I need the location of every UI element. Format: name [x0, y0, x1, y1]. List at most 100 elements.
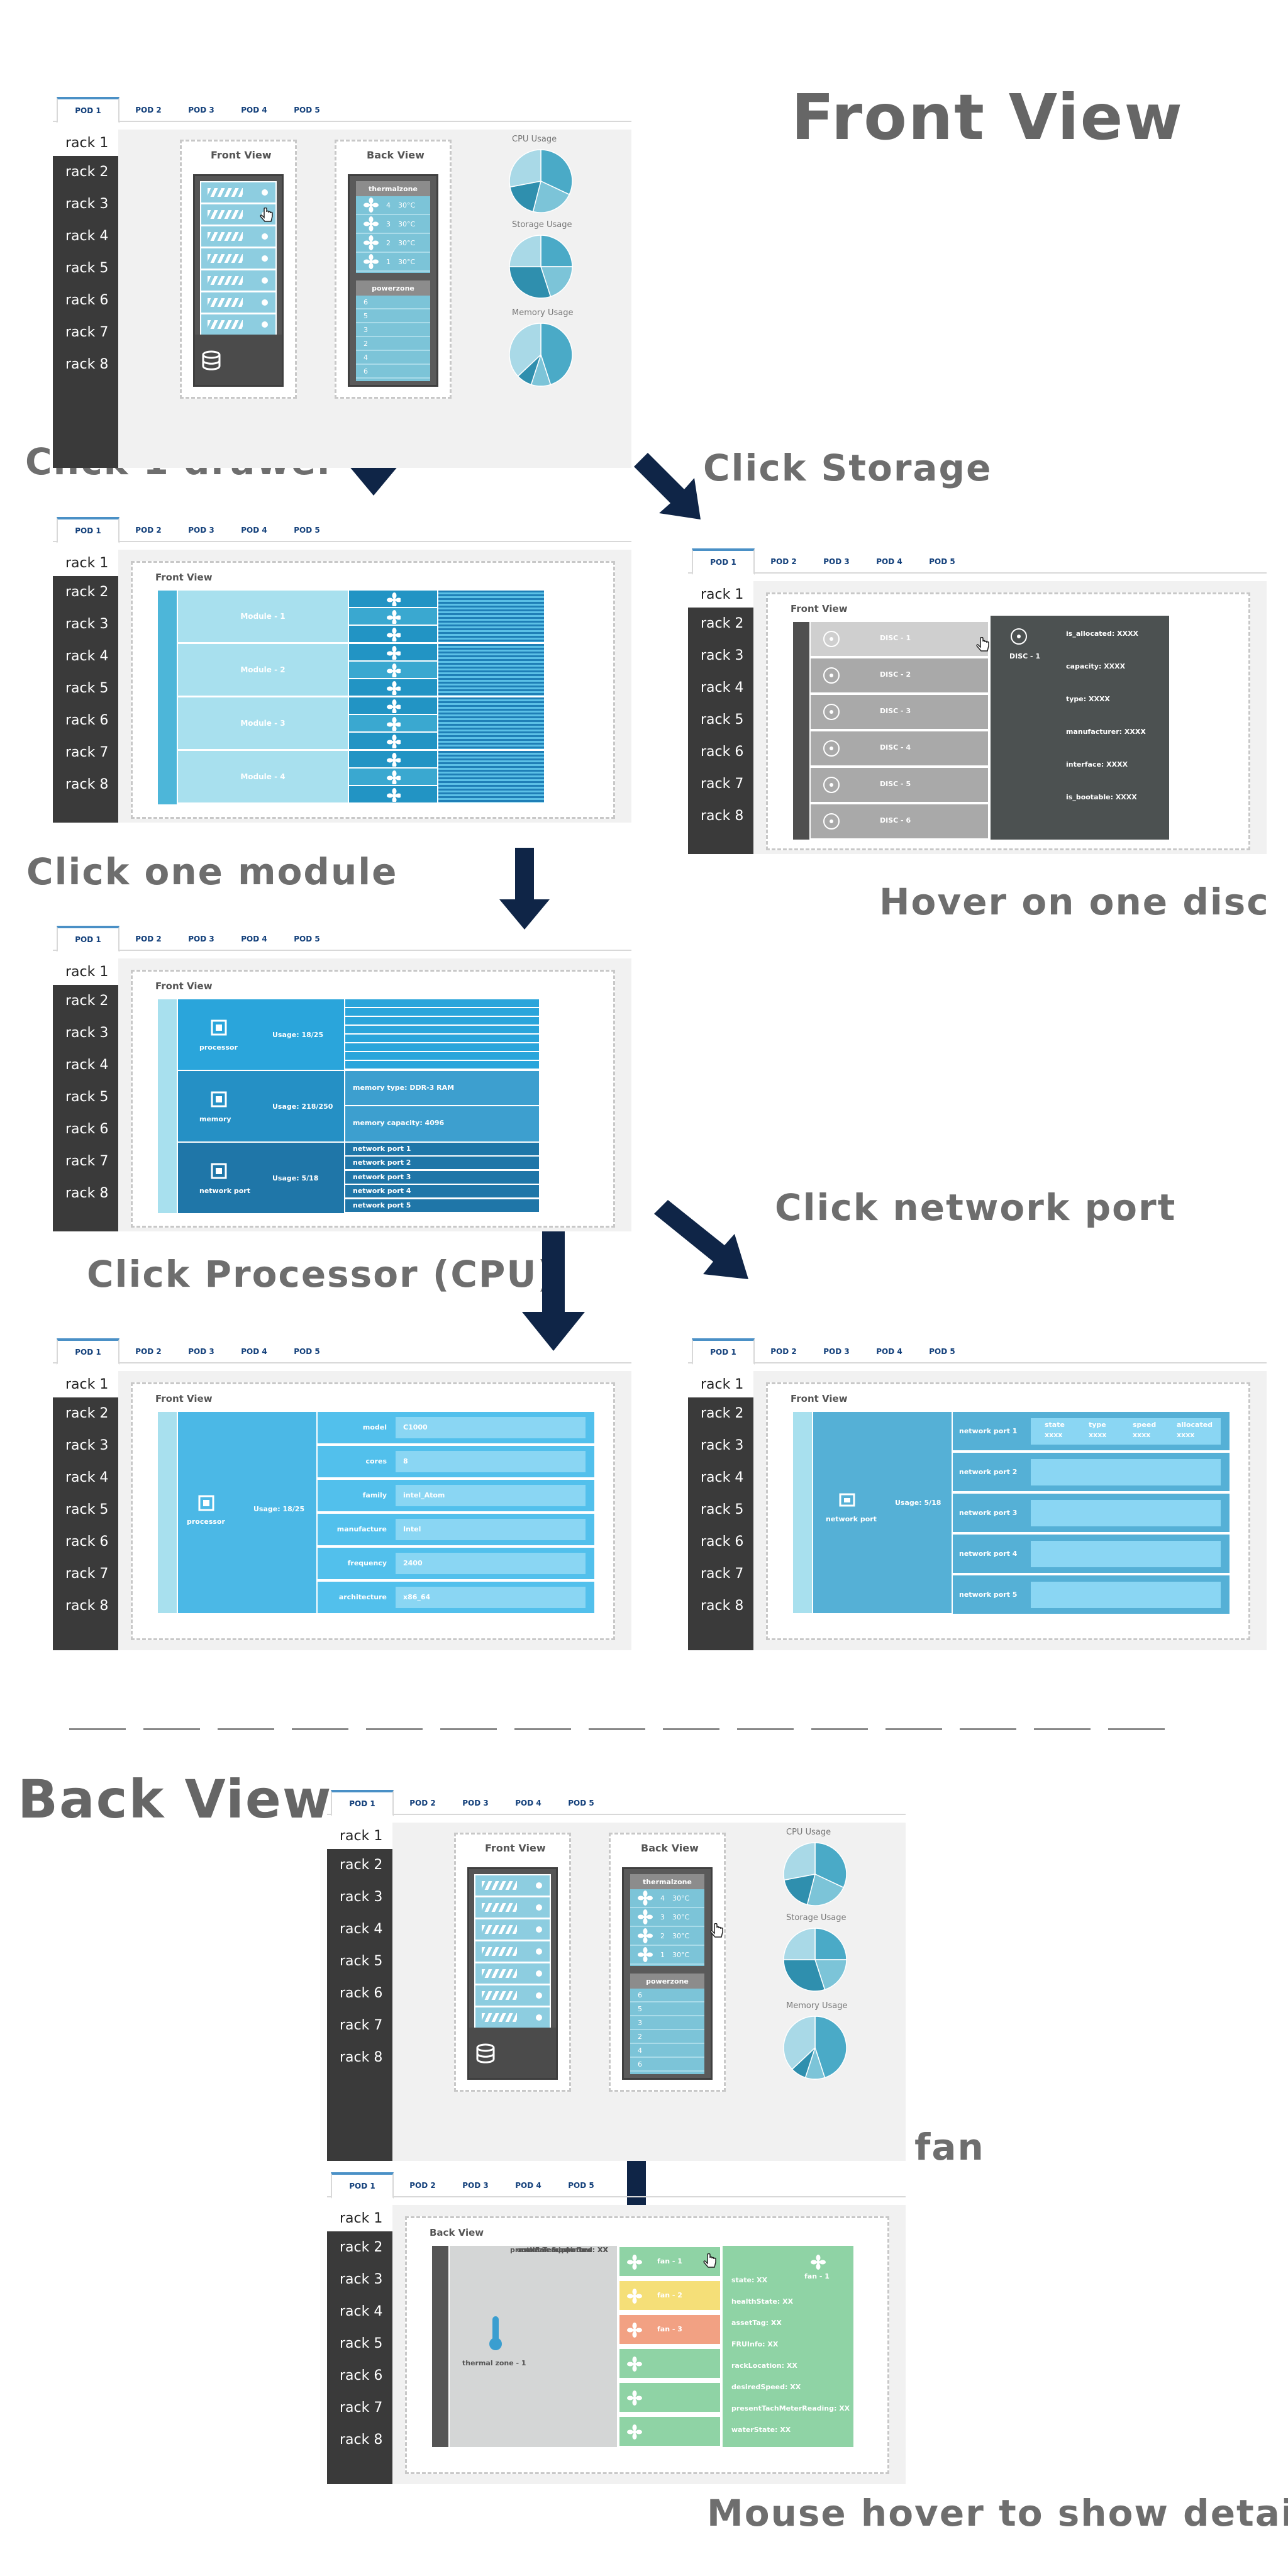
rack-item-2[interactable]: rack 2	[65, 993, 109, 1009]
module-component[interactable]	[349, 697, 437, 714]
rack-item-6[interactable]: rack 6	[65, 1121, 109, 1137]
module-component[interactable]	[349, 715, 437, 731]
rack-item-4[interactable]: rack 4	[340, 2304, 383, 2319]
rack-item-7[interactable]: rack 7	[701, 1566, 744, 1582]
rack-item-2[interactable]: rack 2	[701, 616, 744, 631]
module-item[interactable]: Module - 4	[178, 751, 348, 802]
rack-item-7[interactable]: rack 7	[65, 1566, 109, 1582]
rack-item-3[interactable]: rack 3	[65, 1025, 109, 1041]
storage-usage-pie[interactable]	[782, 1927, 848, 1992]
disc-row[interactable]: DISC - 1	[811, 622, 988, 656]
rack-item-2[interactable]: rack 2	[65, 584, 109, 600]
rack-item-2[interactable]: rack 2	[340, 1857, 383, 1873]
tab-pod-1[interactable]: POD 1	[57, 517, 119, 543]
rack-item-6[interactable]: rack 6	[701, 744, 744, 760]
fan-item[interactable]: fan - 3	[618, 2314, 721, 2345]
rack-item-4[interactable]: rack 4	[65, 648, 109, 664]
rack-item-1[interactable]: rack 1	[53, 1371, 118, 1397]
power-row[interactable]: 2	[356, 337, 430, 351]
disc-row[interactable]: DISC - 2	[811, 658, 988, 692]
tab-pod-1[interactable]: POD 1	[57, 926, 119, 952]
tab-pod-4[interactable]: POD 4	[241, 526, 267, 535]
rack-item-1[interactable]: rack 1	[327, 1823, 392, 1849]
fan-item[interactable]	[618, 2348, 721, 2379]
tab-pod-5[interactable]: POD 5	[929, 1347, 955, 1356]
power-row[interactable]: 4	[356, 351, 430, 365]
cpu-usage-pie[interactable]	[508, 148, 574, 214]
rack-item-4[interactable]: rack 4	[65, 228, 109, 244]
rack-item-5[interactable]: rack 5	[701, 712, 744, 728]
module-component[interactable]	[349, 591, 437, 607]
tab-pod-2[interactable]: POD 2	[135, 106, 162, 114]
rack-item-6[interactable]: rack 6	[340, 1985, 383, 2001]
memory-usage-pie[interactable]	[782, 2015, 848, 2080]
tab-pod-3[interactable]: POD 3	[188, 1347, 214, 1356]
tab-pod-5[interactable]: POD 5	[294, 935, 320, 943]
rack-item-6[interactable]: rack 6	[65, 713, 109, 728]
rack-item-5[interactable]: rack 5	[65, 1089, 109, 1105]
rack-item-2[interactable]: rack 2	[65, 164, 109, 180]
rack-item-5[interactable]: rack 5	[340, 1953, 383, 1969]
cpu-usage-pie[interactable]	[782, 1841, 848, 1907]
tab-pod-4[interactable]: POD 4	[515, 2181, 541, 2190]
module-item[interactable]: Module - 2	[178, 644, 348, 696]
network-port-detail-row[interactable]: network port 5	[953, 1575, 1230, 1614]
tab-pod-4[interactable]: POD 4	[876, 1347, 902, 1356]
server-drawer[interactable]	[200, 225, 277, 248]
storage-disks-icon[interactable]	[475, 2043, 497, 2065]
server-drawer[interactable]	[474, 1874, 551, 1897]
network-port-row[interactable]: network port 2	[345, 1157, 539, 1170]
module-item[interactable]: Module - 3	[178, 697, 348, 749]
disc-row[interactable]: DISC - 4	[811, 731, 988, 765]
rack-item-2[interactable]: rack 2	[340, 2240, 383, 2255]
tab-pod-3[interactable]: POD 3	[462, 1799, 489, 1807]
rack-item-5[interactable]: rack 5	[340, 2336, 383, 2351]
server-drawer[interactable]	[200, 181, 277, 204]
network-port-row[interactable]: network port 3	[345, 1170, 539, 1184]
tab-pod-2[interactable]: POD 2	[770, 1347, 797, 1356]
power-row[interactable]: 6	[356, 365, 430, 379]
rack-item-3[interactable]: rack 3	[340, 2272, 383, 2287]
tab-pod-1[interactable]: POD 1	[57, 97, 119, 123]
tab-pod-2[interactable]: POD 2	[135, 1347, 162, 1356]
module-component[interactable]	[349, 786, 437, 802]
rack-item-6[interactable]: rack 6	[65, 1534, 109, 1550]
rack-item-7[interactable]: rack 7	[65, 1153, 109, 1169]
rack-item-2[interactable]: rack 2	[65, 1406, 109, 1421]
network-port-detail-row[interactable]: network port 3	[953, 1494, 1230, 1532]
rack-item-8[interactable]: rack 8	[701, 1598, 744, 1614]
rack-item-1[interactable]: rack 1	[327, 2205, 392, 2231]
tab-pod-5[interactable]: POD 5	[294, 106, 320, 114]
rack-item-8[interactable]: rack 8	[340, 2432, 383, 2448]
server-drawer[interactable]	[474, 1940, 551, 1963]
tab-pod-3[interactable]: POD 3	[462, 2181, 489, 2190]
module-component[interactable]	[349, 608, 437, 625]
tab-pod-4[interactable]: POD 4	[876, 557, 902, 566]
rack-item-4[interactable]: rack 4	[701, 680, 744, 696]
fan-item[interactable]: fan - 1	[618, 2246, 721, 2277]
rack-item-1[interactable]: rack 1	[688, 581, 753, 608]
rack-item-5[interactable]: rack 5	[701, 1502, 744, 1518]
rack-item-8[interactable]: rack 8	[65, 1185, 109, 1201]
tab-pod-4[interactable]: POD 4	[241, 935, 267, 943]
power-row[interactable]: 3	[630, 2016, 704, 2030]
network-port-detail-row[interactable]: network port 2	[953, 1453, 1230, 1491]
server-drawer[interactable]	[474, 1984, 551, 2007]
server-drawer[interactable]	[200, 291, 277, 314]
tab-pod-2[interactable]: POD 2	[409, 1799, 436, 1807]
tab-pod-4[interactable]: POD 4	[241, 1347, 267, 1356]
power-row[interactable]: 6	[630, 2058, 704, 2072]
